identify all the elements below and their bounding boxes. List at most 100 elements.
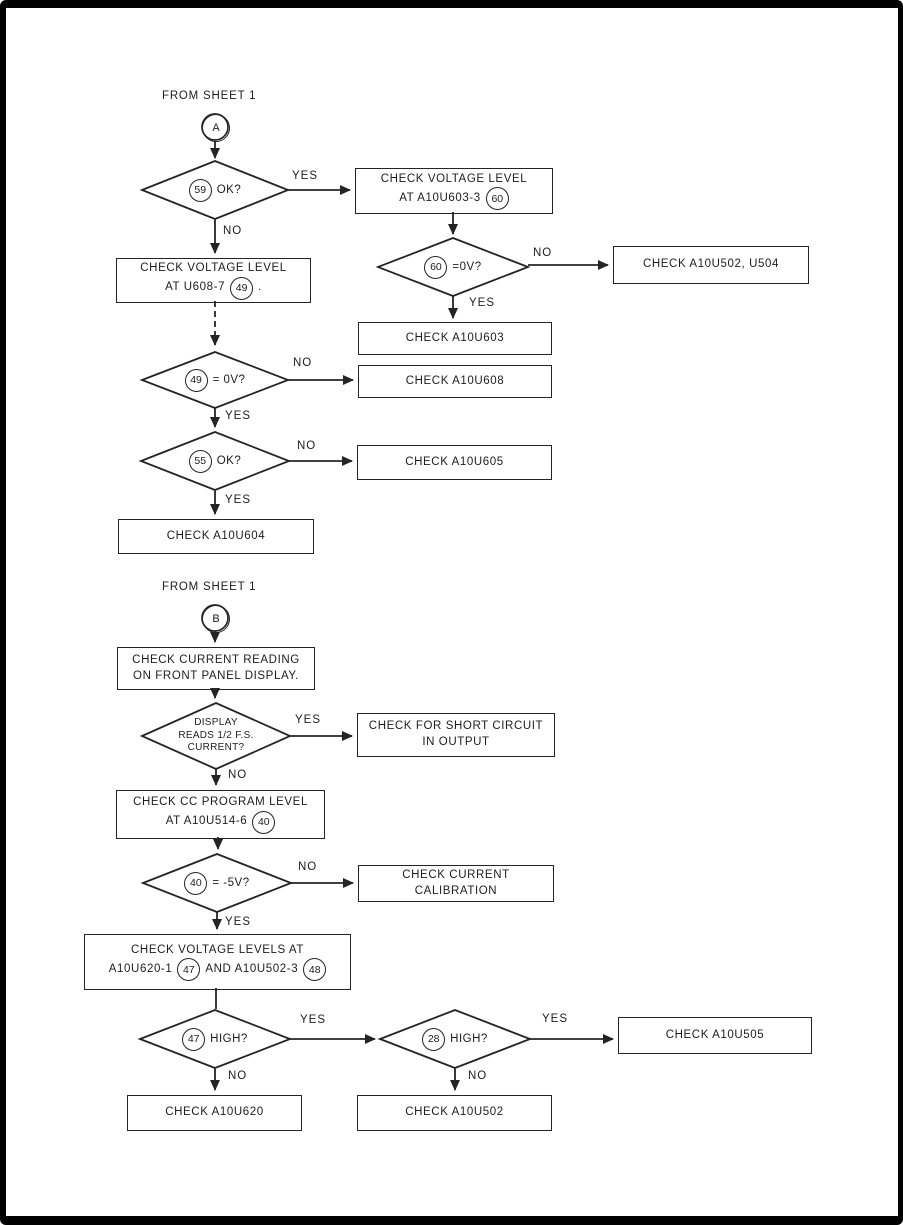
decision-55: 55 OK? [141, 432, 289, 490]
process-check-a10u604: CHECK A10U604 [118, 519, 314, 554]
process-line: CHECK CURRENT READING [132, 653, 300, 666]
decision-60: 60 =0V? [378, 238, 528, 296]
decision-47: 47 HIGH? [140, 1010, 290, 1068]
process-line: CHECK A10U605 [405, 455, 504, 468]
process-line: AND A10U502-3 [205, 962, 299, 975]
edge-label-yes-d55: YES [225, 494, 252, 506]
process-line: A10U620-1 [108, 962, 173, 975]
decision-40: 40 = -5V? [143, 854, 291, 912]
testpoint-49-circle: 49 [230, 276, 254, 300]
testpoint-55-circle: 55 [188, 449, 212, 473]
decision-line: READS 1/2 F.S. [178, 729, 254, 741]
decision-28-question: HIGH? [450, 1033, 488, 1045]
decision-display-reads: DISPLAY READS 1/2 F.S. CURRENT? [142, 703, 290, 769]
process-line: CHECK CURRENT [402, 868, 510, 881]
process-check-a10u620: CHECK A10U620 [127, 1095, 302, 1131]
decision-60-outline [375, 237, 531, 297]
decision-49-outline [139, 351, 291, 409]
process-check-cc-program-level: CHECK CC PROGRAM LEVEL AT A10U514-6 40 [116, 790, 325, 839]
process-line: CHECK A10U608 [405, 374, 505, 387]
decision-28: 28 HIGH? [380, 1010, 530, 1068]
decision-49: 49 = 0V? [142, 352, 288, 408]
testpoint-40-circle: 40 [184, 871, 208, 895]
process-check-voltage-u608: CHECK VOLTAGE LEVEL AT U608-7 49 . [116, 258, 311, 303]
process-check-voltage-levels: CHECK VOLTAGE LEVELS AT A10U620-1 47 AND… [84, 934, 351, 990]
process-check-a10u605: CHECK A10U605 [357, 445, 552, 480]
decision-40-outline [140, 853, 294, 913]
decision-59: 59 OK? [142, 161, 288, 219]
process-line: AT A10U603-3 [399, 191, 481, 204]
process-check-a10u502: CHECK A10U502 [357, 1095, 552, 1131]
decision-28-outline [377, 1009, 533, 1069]
process-line: CHECK A10U505 [665, 1028, 765, 1041]
connector-b: B [202, 605, 230, 633]
testpoint-48-circle: 48 [303, 958, 327, 982]
connector-a: A [202, 114, 230, 142]
process-line: CHECK CC PROGRAM LEVEL [133, 796, 308, 809]
process-line: CHECK A10U603 [405, 331, 505, 344]
process-check-a10u505: CHECK A10U505 [618, 1017, 812, 1054]
edge-label-yes-d28: YES [542, 1013, 569, 1025]
decision-line: DISPLAY [194, 717, 238, 729]
edge-label-no-display: NO [228, 769, 248, 781]
edge-label-yes-display: YES [295, 714, 322, 726]
from-sheet-1-label-a: FROM SHEET 1 [162, 90, 257, 102]
from-sheet-1-label-b: FROM SHEET 1 [162, 581, 257, 593]
edge-label-no-d49: NO [293, 357, 313, 369]
decision-59-outline [139, 160, 291, 220]
decision-line: CURRENT? [187, 742, 245, 754]
testpoint-28-circle: 28 [422, 1027, 446, 1051]
process-check-a10u608: CHECK A10U608 [358, 365, 552, 398]
testpoint-47-circle: 47 [177, 958, 201, 982]
process-line: CHECK A10U502, U504 [642, 258, 780, 271]
edge-label-no-d55: NO [297, 440, 317, 452]
decision-47-outline [137, 1009, 293, 1069]
process-line-suffix: . [258, 281, 262, 294]
process-line: CHECK VOLTAGE LEVEL [380, 172, 528, 185]
testpoint-47-circle: 47 [182, 1027, 206, 1051]
edge-label-no-d59: NO [223, 225, 243, 237]
process-line: ON FRONT PANEL DISPLAY. [133, 669, 299, 682]
process-check-current-calibration: CHECK CURRENT CALIBRATION [358, 865, 554, 902]
edge-label-no-d47: NO [228, 1070, 248, 1082]
process-line: CHECK FOR SHORT CIRCUIT [368, 720, 544, 733]
edge-label-yes-d49: YES [225, 410, 252, 422]
process-line: CHECK A10U604 [166, 529, 266, 542]
testpoint-59-circle: 59 [188, 178, 212, 202]
edge-label-no-d28: NO [468, 1070, 488, 1082]
testpoint-60-circle: 60 [485, 187, 509, 211]
decision-49-question: = 0V? [212, 374, 246, 386]
decision-59-question: OK? [216, 184, 242, 196]
decision-60-question: =0V? [452, 261, 482, 273]
process-line: IN OUTPUT [422, 736, 490, 748]
process-check-voltage-a10u603: CHECK VOLTAGE LEVEL AT A10U603-3 60 [355, 168, 553, 214]
process-check-short-circuit: CHECK FOR SHORT CIRCUIT IN OUTPUT [357, 713, 555, 757]
process-line: CHECK A10U620 [165, 1106, 264, 1119]
process-line: AT U608-7 [165, 281, 226, 294]
testpoint-40-circle: 40 [252, 810, 276, 834]
decision-display-outline [139, 702, 293, 770]
edge-label-yes-d60: YES [469, 297, 496, 309]
decision-55-question: OK? [216, 455, 242, 467]
edge-label-yes-d40: YES [225, 916, 252, 928]
connector-b-letter: B [212, 613, 220, 625]
decision-40-question: = -5V? [212, 877, 250, 889]
process-line: CHECK VOLTAGE LEVEL [140, 262, 287, 275]
edge-label-no-d40: NO [298, 861, 318, 873]
process-check-current-reading: CHECK CURRENT READING ON FRONT PANEL DIS… [117, 647, 315, 690]
decision-55-outline [138, 431, 292, 491]
process-line: CHECK VOLTAGE LEVELS AT [131, 943, 304, 956]
decision-47-question: HIGH? [210, 1033, 248, 1045]
connector-a-letter: A [212, 122, 220, 134]
process-line: CALIBRATION [414, 884, 498, 897]
process-check-a10u502-u504: CHECK A10U502, U504 [613, 246, 809, 284]
process-line: CHECK A10U502 [405, 1106, 504, 1119]
testpoint-49-circle: 49 [184, 368, 208, 392]
edge-label-no-d60: NO [533, 247, 553, 259]
process-line: AT A10U514-6 [165, 815, 248, 828]
edge-label-yes-d47: YES [300, 1014, 327, 1026]
testpoint-60-circle: 60 [424, 255, 448, 279]
process-check-a10u603: CHECK A10U603 [358, 322, 552, 355]
